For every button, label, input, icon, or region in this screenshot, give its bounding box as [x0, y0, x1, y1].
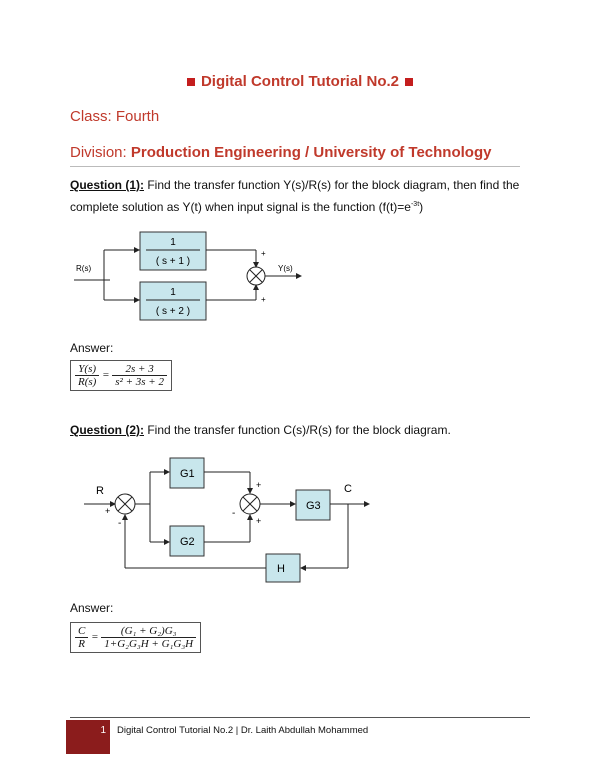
- block-g3: [295, 489, 331, 521]
- block-h-label: H: [277, 563, 285, 575]
- plus-sign-top: +: [261, 249, 266, 258]
- minus-sign-1: -: [118, 518, 121, 529]
- question-2-label: Question (2):: [70, 423, 144, 437]
- class-line: Class: Fourth: [70, 108, 160, 125]
- output-label-c: C: [344, 483, 352, 495]
- answer-1-rhs-den: s² + 3s + 2: [115, 376, 164, 388]
- block-1-denominator: ( s + 1 ): [156, 256, 190, 267]
- plus-sign-bottom: +: [261, 295, 266, 304]
- block-g1: [169, 457, 205, 489]
- answer-2-rhs-num: (G₁ + G₂)G₃: [101, 625, 197, 638]
- input-label: R(s): [76, 264, 91, 273]
- block-g2-label: G2: [180, 536, 195, 548]
- block-diagram-2: R + - G1 G2 + - + G3 C: [84, 457, 370, 583]
- answer-1-lhs-num: Y(s): [75, 363, 100, 376]
- plus-sign-1: +: [105, 506, 110, 516]
- answer-2-lhs-den: R: [78, 638, 86, 650]
- block-g3-label: G3: [306, 500, 321, 512]
- block-h: [265, 553, 301, 583]
- answer-2-lhs-num: C: [75, 625, 89, 638]
- footer-text: Digital Control Tutorial No.2 | Dr. Lait…: [117, 725, 369, 736]
- question-1: Question (1): Find the transfer function…: [70, 178, 520, 214]
- footer-rule: [70, 717, 530, 718]
- page-number: 1: [66, 720, 110, 754]
- block-2-denominator: ( s + 2 ): [156, 306, 190, 317]
- answer-2-rhs-den: 1+G₂G₃H + G₁G₃H: [104, 638, 194, 650]
- input-label-r: R: [96, 485, 104, 497]
- square-bullet-icon: [405, 78, 414, 87]
- heading-underline: [70, 166, 520, 167]
- block-2-numerator: 1: [170, 287, 176, 298]
- block-g2: [169, 525, 205, 557]
- question-1-label: Question (1):: [70, 178, 144, 192]
- answer-2-label: Answer:: [70, 601, 114, 615]
- block-diagram-1: R(s) 1 ( s + 1 ) 1 ( s + 2 ) + + Y(s): [74, 231, 302, 321]
- question-2: Question (2): Find the transfer function…: [70, 423, 451, 437]
- minus-sign-2: -: [232, 508, 235, 519]
- block-g1-label: G1: [180, 468, 195, 480]
- division-line: Division: Production Engineering / Unive…: [70, 144, 492, 161]
- block-1-numerator: 1: [170, 237, 176, 248]
- square-bullet-icon: [186, 78, 195, 87]
- block-1: [139, 231, 207, 271]
- plus-sign-3: +: [256, 516, 261, 526]
- block-2: [139, 281, 207, 321]
- answer-1-rhs-num: 2s + 3: [112, 363, 167, 376]
- answer-1-label: Answer:: [70, 341, 114, 355]
- answer-1-lhs-den: R(s): [78, 376, 97, 388]
- output-label: Y(s): [278, 264, 293, 273]
- document-title: Digital Control Tutorial No.2: [0, 73, 600, 90]
- plus-sign-2: +: [256, 480, 261, 490]
